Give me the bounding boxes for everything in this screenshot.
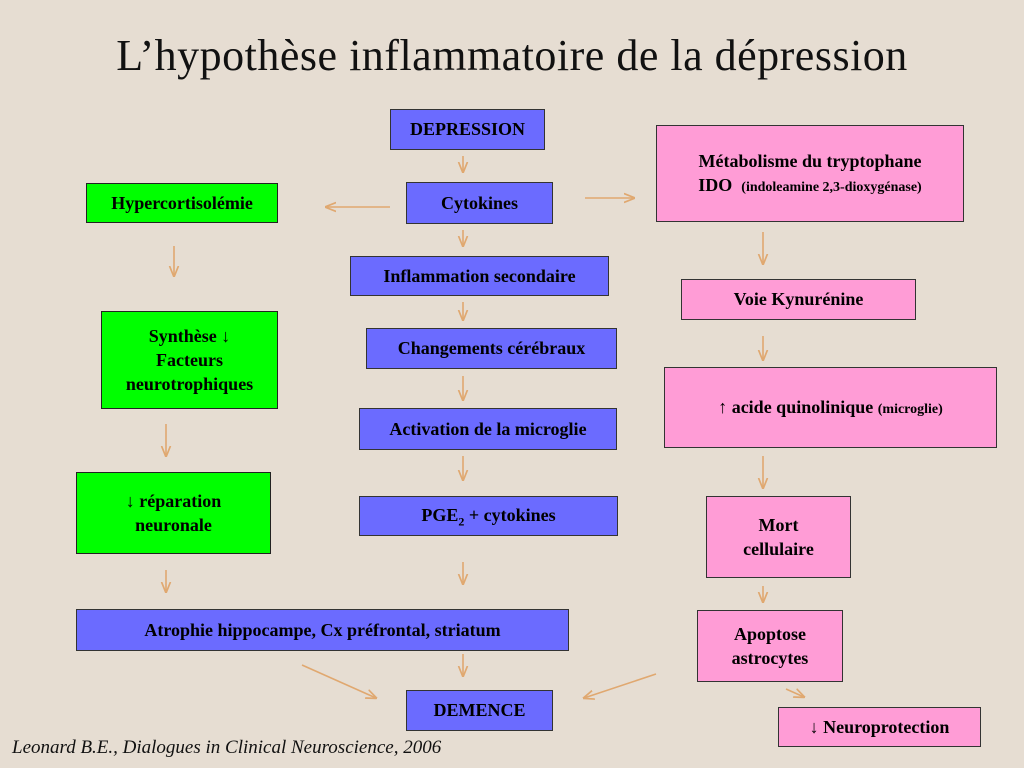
box-cytokines: Cytokines (406, 182, 553, 224)
box-activation-microglie: Activation de la microglie (359, 408, 617, 450)
label-ido-detail: (indoleamine 2,3-dioxygénase) (741, 180, 922, 196)
label-hypercortisolemie: Hypercortisolémie (111, 192, 253, 213)
label-reparation-1: ↓ réparation (125, 490, 222, 511)
box-demence: DEMENCE (406, 690, 553, 731)
box-reparation-neuronale: ↓ réparation neuronale (76, 472, 271, 554)
citation: Leonard B.E., Dialogues in Clinical Neur… (12, 737, 442, 758)
label-acide: ↑ acide quinolinique (microglie) (718, 397, 943, 418)
box-voie-kynurenine: Voie Kynurénine (681, 279, 916, 320)
label-demence: DEMENCE (433, 700, 526, 721)
box-synthese-facteurs: Synthèse ↓ Facteurs neurotrophiques (101, 311, 278, 409)
label-synthese-2: Facteurs (156, 349, 223, 370)
box-apoptose-astrocytes: Apoptose astrocytes (697, 610, 843, 682)
box-pge2-cytokines: PGE2 + cytokines (359, 496, 618, 536)
arrow-apoptose-neuroprotection (785, 689, 804, 697)
box-acide-quinolinique: ↑ acide quinolinique (microglie) (664, 367, 997, 448)
box-neuroprotection: ↓ Neuroprotection (778, 707, 981, 747)
label-synthese-1: Synthèse ↓ (148, 325, 231, 346)
label-depression: DEPRESSION (409, 119, 526, 140)
label-metabolisme: Métabolisme du tryptophane (698, 150, 922, 171)
box-metabolisme-tryptophane: Métabolisme du tryptophane IDO (indoleam… (656, 125, 964, 222)
label-acide-detail: (microglie) (877, 402, 943, 418)
arrow-right-demence (584, 673, 657, 698)
label-atrophie: Atrophie hippocampe, Cx préfrontal, stri… (144, 619, 501, 640)
box-inflammation-secondaire: Inflammation secondaire (350, 256, 609, 296)
label-mort-1: Mort (758, 514, 799, 535)
box-hypercortisolemie: Hypercortisolémie (86, 183, 278, 223)
box-changements-cerebraux: Changements cérébraux (366, 328, 617, 369)
label-neuroprotection: ↓ Neuroprotection (809, 716, 950, 737)
box-mort-cellulaire: Mort cellulaire (706, 496, 851, 578)
label-ido: IDO (indoleamine 2,3-dioxygénase) (698, 175, 922, 196)
slide-title: L’hypothèse inflammatoire de la dépressi… (116, 31, 908, 80)
box-depression: DEPRESSION (390, 109, 545, 150)
label-inflammation: Inflammation secondaire (383, 265, 576, 286)
label-changements: Changements cérébraux (397, 338, 586, 359)
label-synthese-3: neurotrophiques (125, 374, 254, 395)
label-mort-2: cellulaire (743, 539, 814, 559)
label-cytokines: Cytokines (440, 192, 518, 213)
box-atrophie: Atrophie hippocampe, Cx préfrontal, stri… (76, 609, 569, 651)
label-pge2: PGE2 + cytokines (421, 504, 556, 529)
label-apoptose-2: astrocytes (731, 648, 809, 668)
label-reparation-2: neuronale (135, 515, 212, 535)
arrow-left-demence (301, 664, 376, 698)
label-kynurenine: Voie Kynurénine (733, 289, 864, 310)
label-activation: Activation de la microglie (389, 418, 587, 439)
label-apoptose-1: Apoptose (733, 623, 806, 644)
